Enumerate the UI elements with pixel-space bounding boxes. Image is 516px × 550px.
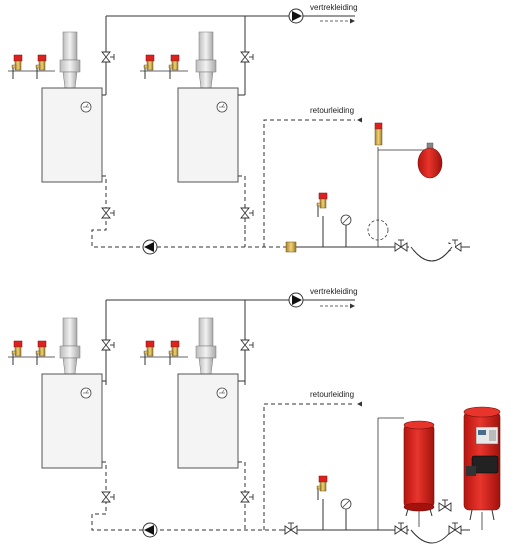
air-vent-icon [374, 122, 383, 130]
safety-valve-icon [11, 54, 23, 80]
return-valve-icon [240, 491, 254, 503]
safety-valve-icon [35, 340, 47, 366]
supply-valve-icon [101, 339, 115, 351]
safety-valve-icon [168, 340, 180, 366]
supply-valve-icon [240, 51, 254, 63]
optional-pump-icon [367, 219, 389, 241]
supply-label: vertrekleiding [310, 3, 358, 12]
safety-valve-icon [143, 340, 155, 366]
supply-valve-icon [101, 51, 115, 63]
safety-valve-icon [316, 475, 328, 501]
safety-valve-icon [11, 340, 23, 366]
brass-fitting-icon [285, 241, 297, 253]
return-valve-icon [101, 207, 115, 219]
safety-valve-icon [316, 192, 328, 218]
pressurization-unit-icon [463, 406, 501, 530]
pump-motor-icon [471, 455, 499, 474]
return-valve-icon [240, 207, 254, 219]
boiler-icon [177, 31, 239, 183]
valve-icon [394, 239, 408, 252]
valve-icon [438, 499, 452, 512]
boiler-icon [177, 317, 239, 469]
supply-valve-icon [240, 339, 254, 351]
expansion-tank-icon [403, 420, 435, 530]
boiler-icon [41, 31, 103, 183]
top-schematic: vertrekleiding retourleiding [8, 3, 470, 262]
supply-label: vertrekleiding [310, 287, 358, 296]
safety-valve-icon [143, 54, 155, 80]
return-label: retourleiding [310, 106, 354, 115]
return-pump-icon [142, 522, 158, 538]
expansion-vessel-icon [417, 147, 443, 179]
safety-valve-icon [168, 54, 180, 80]
return-pump-icon [142, 239, 158, 255]
return-label: retourleiding [310, 390, 354, 399]
safety-valve-icon [35, 54, 47, 80]
supply-pump-icon [288, 8, 304, 24]
bottom-schematic: vertrekleiding retourleiding [8, 287, 501, 544]
valve-icon [394, 522, 408, 535]
valve-icon [284, 522, 298, 535]
supply-pump-icon [288, 292, 304, 308]
return-valve-icon [101, 491, 115, 503]
boiler-icon [41, 317, 103, 469]
